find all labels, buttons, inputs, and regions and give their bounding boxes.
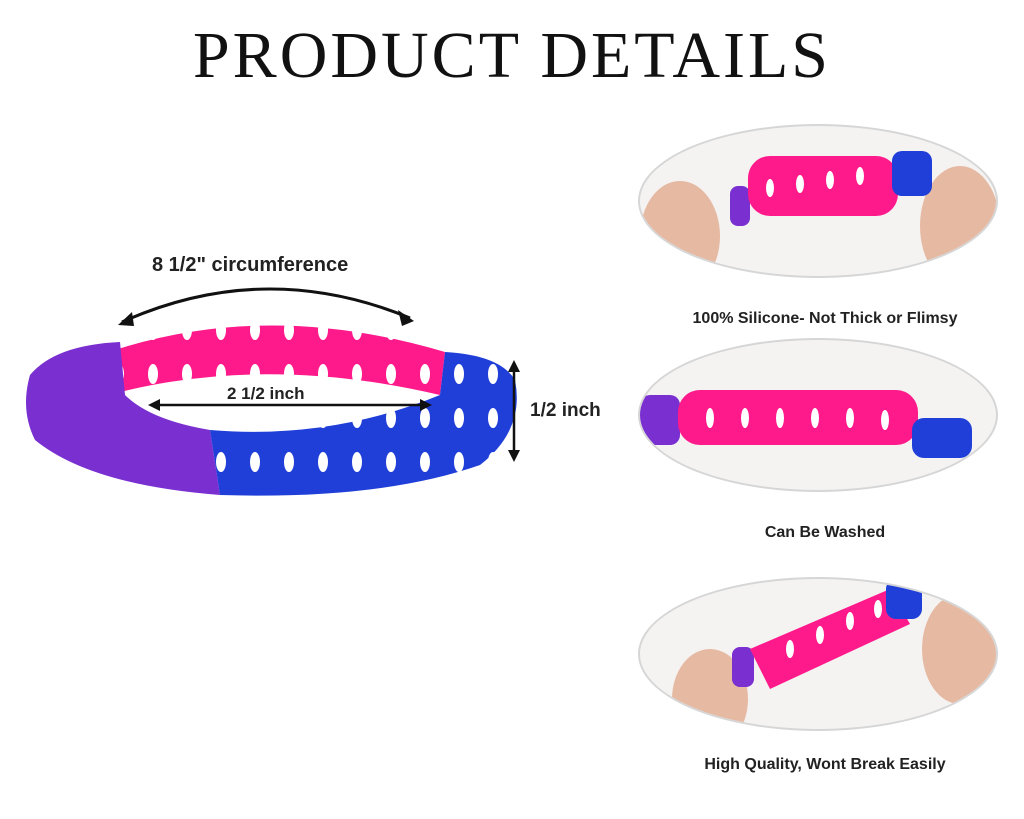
circumference-arrow bbox=[121, 287, 411, 324]
bracelet-main-image bbox=[26, 287, 520, 496]
feature-image-wash bbox=[638, 338, 998, 492]
feature-caption: 100% Silicone- Not Thick or Flimsy bbox=[692, 310, 958, 327]
feature-caption: High Quality, Wont Break Easily bbox=[704, 756, 946, 773]
feature-caption: Can Be Washed bbox=[764, 524, 886, 541]
feature-image-quality bbox=[638, 577, 998, 731]
width-label: 2 1/2 inch bbox=[227, 384, 305, 403]
page-title: PRODUCT DETAILS bbox=[192, 19, 832, 92]
circumference-label: 8 1/2" circumference bbox=[152, 254, 349, 276]
feature-image-stretch bbox=[638, 124, 998, 278]
height-label: 1/2 inch bbox=[530, 400, 601, 421]
